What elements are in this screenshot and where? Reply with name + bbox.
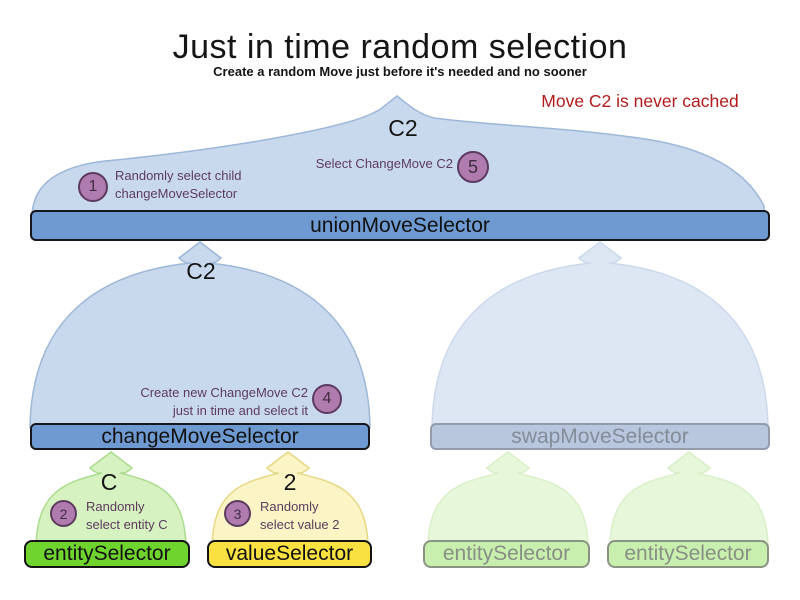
entity-selector-faded-bar-2: entitySelector	[607, 540, 769, 568]
union-move-selector-bar: unionMoveSelector	[30, 210, 770, 241]
step1-badge: 1	[78, 172, 108, 202]
value-output-label: 2	[283, 469, 297, 495]
step5-text: Select ChangeMove C2	[315, 156, 453, 171]
change-move-selector-bar: changeMoveSelector	[30, 423, 370, 450]
funnel-value	[211, 451, 369, 546]
step3-text: Randomly select value 2	[260, 499, 340, 532]
page-subtitle: Create a random Move just before it's ne…	[213, 64, 587, 79]
funnel-change	[29, 241, 371, 428]
step4-badge: 4	[312, 384, 342, 414]
never-cached-note: Move C2 is never cached	[541, 91, 739, 111]
funnel-swap	[431, 241, 769, 428]
change-output-label: C2	[186, 258, 216, 284]
swap-move-selector-bar: swapMoveSelector	[430, 423, 770, 450]
step1-text: Randomly select child changeMoveSelector	[115, 168, 242, 201]
union-output-label: C2	[388, 115, 418, 141]
entity-selector-bar: entitySelector	[24, 540, 190, 568]
entity-output-label: C	[100, 469, 118, 495]
funnel-union	[31, 95, 765, 215]
step2-text: Randomly select entity C	[86, 499, 168, 532]
step4-text: Create new ChangeMove C2 just in time an…	[140, 385, 308, 418]
funnel-entity-faded-1	[427, 451, 589, 546]
step5-badge: 5	[457, 151, 489, 183]
value-selector-bar: valueSelector	[207, 540, 372, 568]
step3-badge: 3	[224, 500, 251, 527]
step2-badge: 2	[50, 500, 77, 527]
entity-selector-faded-bar-1: entitySelector	[423, 540, 590, 568]
funnel-entity-faded-2	[609, 451, 769, 546]
page-title: Just in time random selection	[172, 28, 628, 66]
